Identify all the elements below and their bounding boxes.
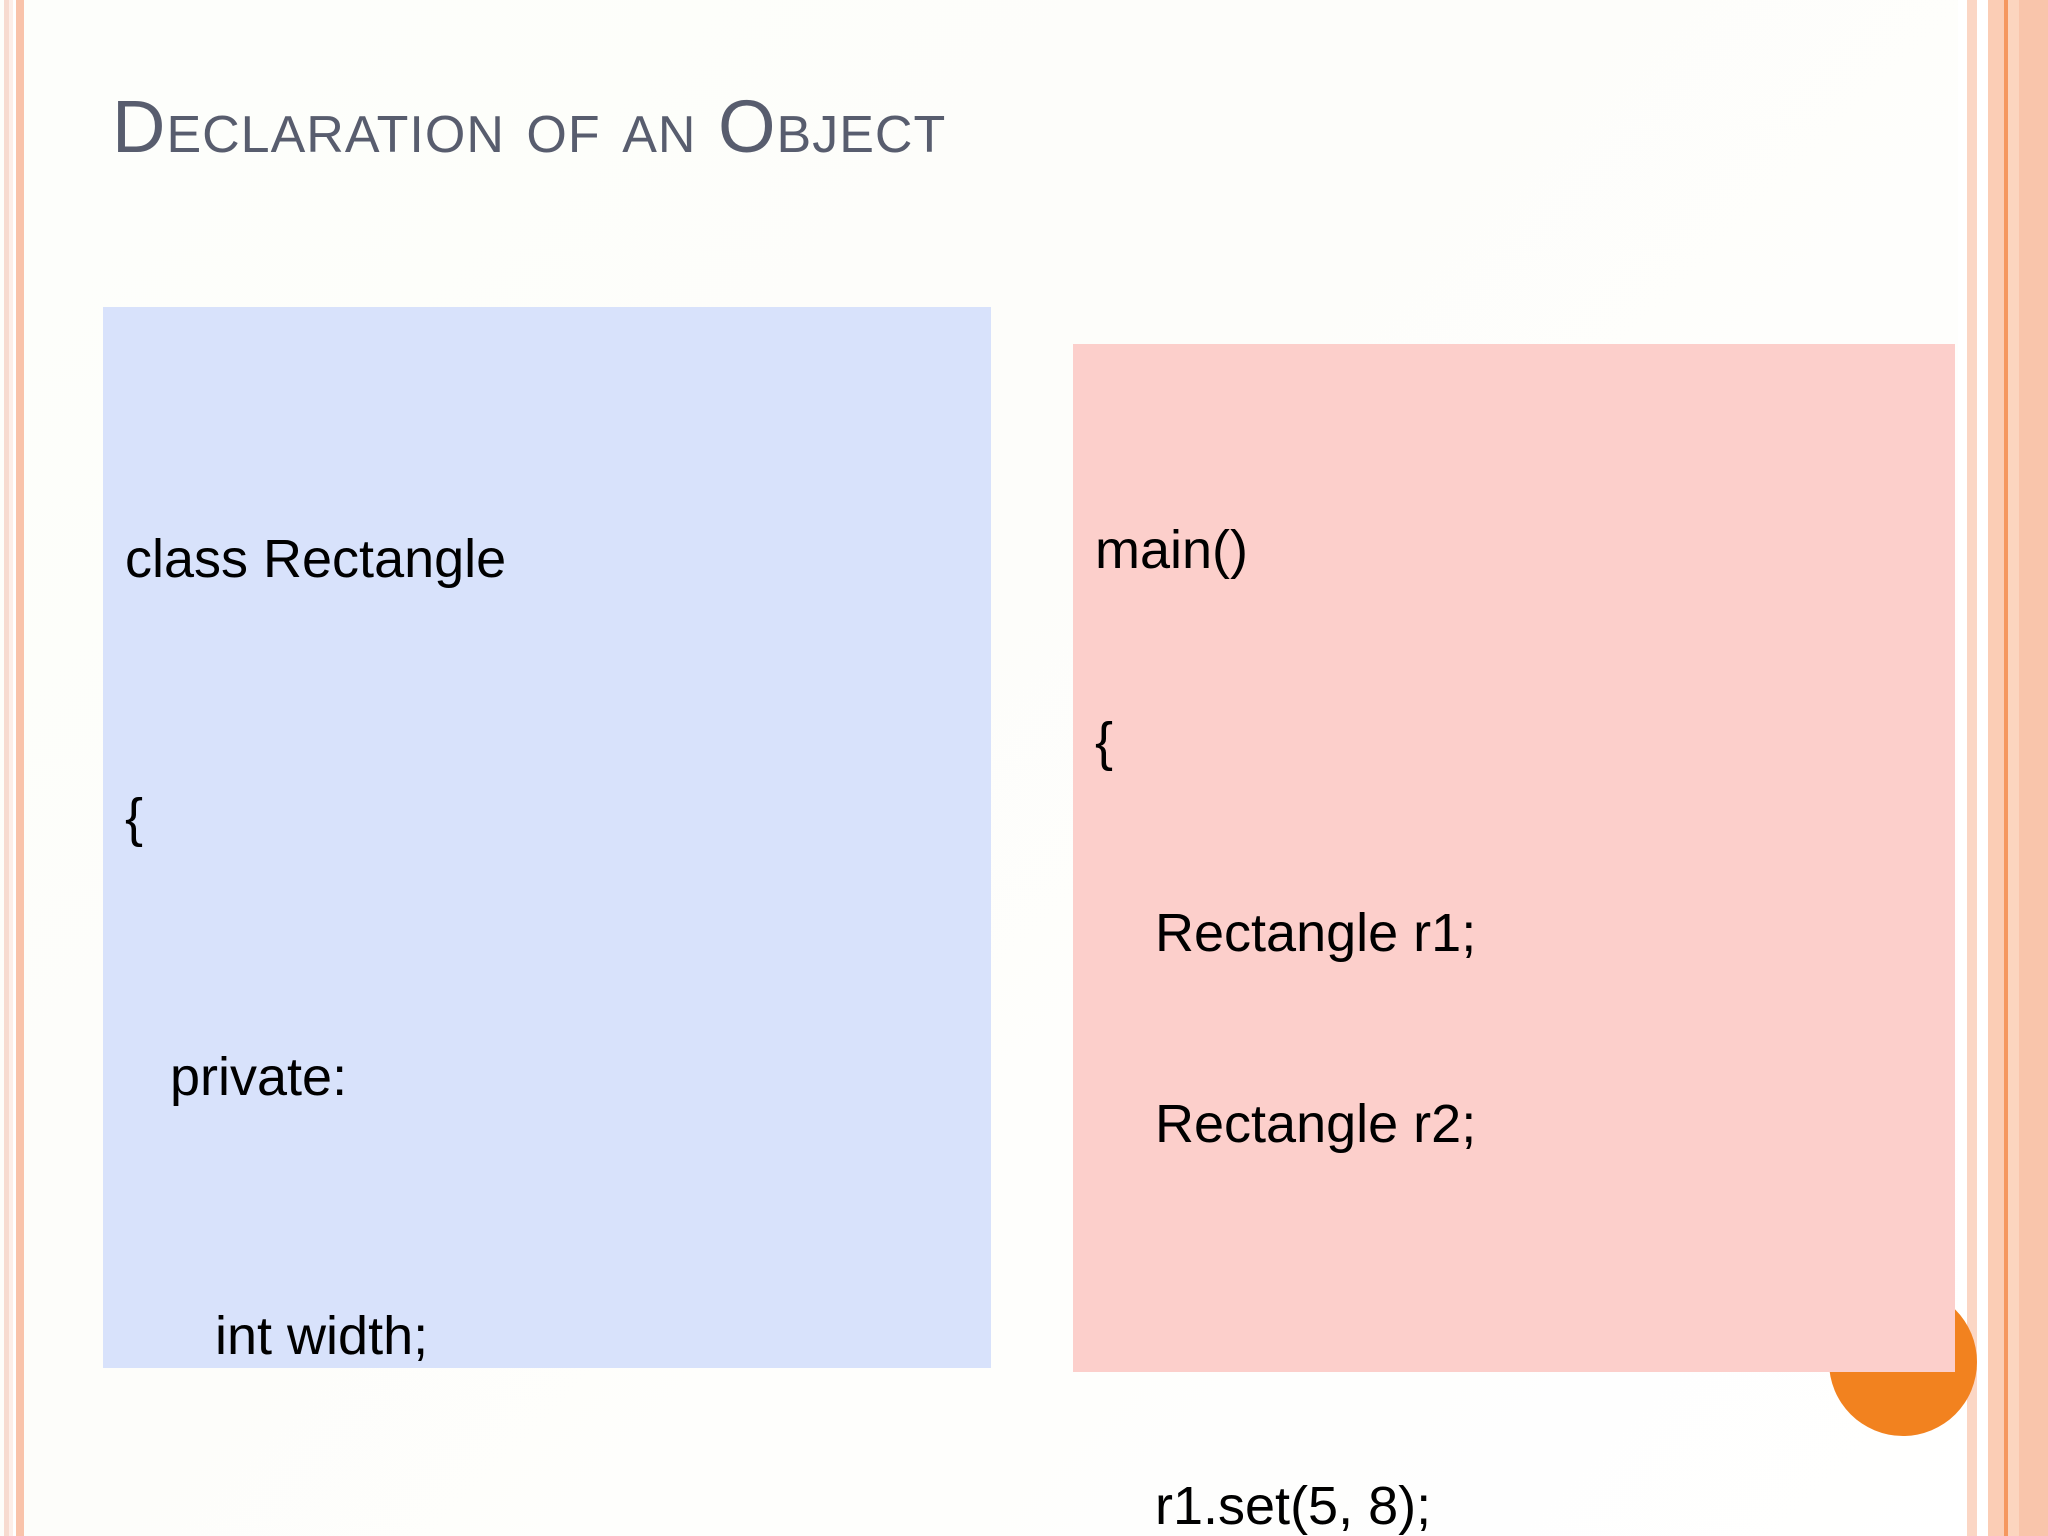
code-line: Rectangle r1; (1095, 902, 1477, 963)
main-function-panel: main() { Rectangle r1; Rectangle r2; r1.… (1073, 344, 1955, 1536)
right-stripe-2 (1967, 0, 1977, 1536)
left-stripe-2 (9, 0, 13, 1536)
left-stripe-1 (4, 0, 9, 1536)
left-stripe-3 (13, 0, 16, 1536)
right-stripe-7 (2019, 0, 2048, 1536)
class-declaration-panel: class Rectangle { private: int width; in… (103, 307, 991, 1368)
right-stripe-5 (2004, 0, 2008, 1536)
right-stripe-3 (1977, 0, 1988, 1536)
right-edge-stripes (1958, 0, 2048, 1536)
code-line: Rectangle r2; (1095, 1093, 1477, 1154)
code-line: r1.set(5, 8); (1095, 1476, 1432, 1536)
right-stripe-4 (1988, 0, 2004, 1536)
code-line: private: (125, 1047, 348, 1108)
code-line: int width; (125, 1306, 429, 1367)
code-line: { (1095, 711, 1114, 772)
right-stripe-6 (2008, 0, 2019, 1536)
code-line: class Rectangle (125, 528, 507, 589)
code-line: main() (1095, 520, 1249, 581)
left-edge-stripes (0, 0, 30, 1536)
code-line: { (125, 787, 144, 848)
slide-title: Declaration of an Object (112, 85, 947, 168)
left-stripe-4 (16, 0, 24, 1536)
right-stripe-1 (1958, 0, 1967, 1536)
